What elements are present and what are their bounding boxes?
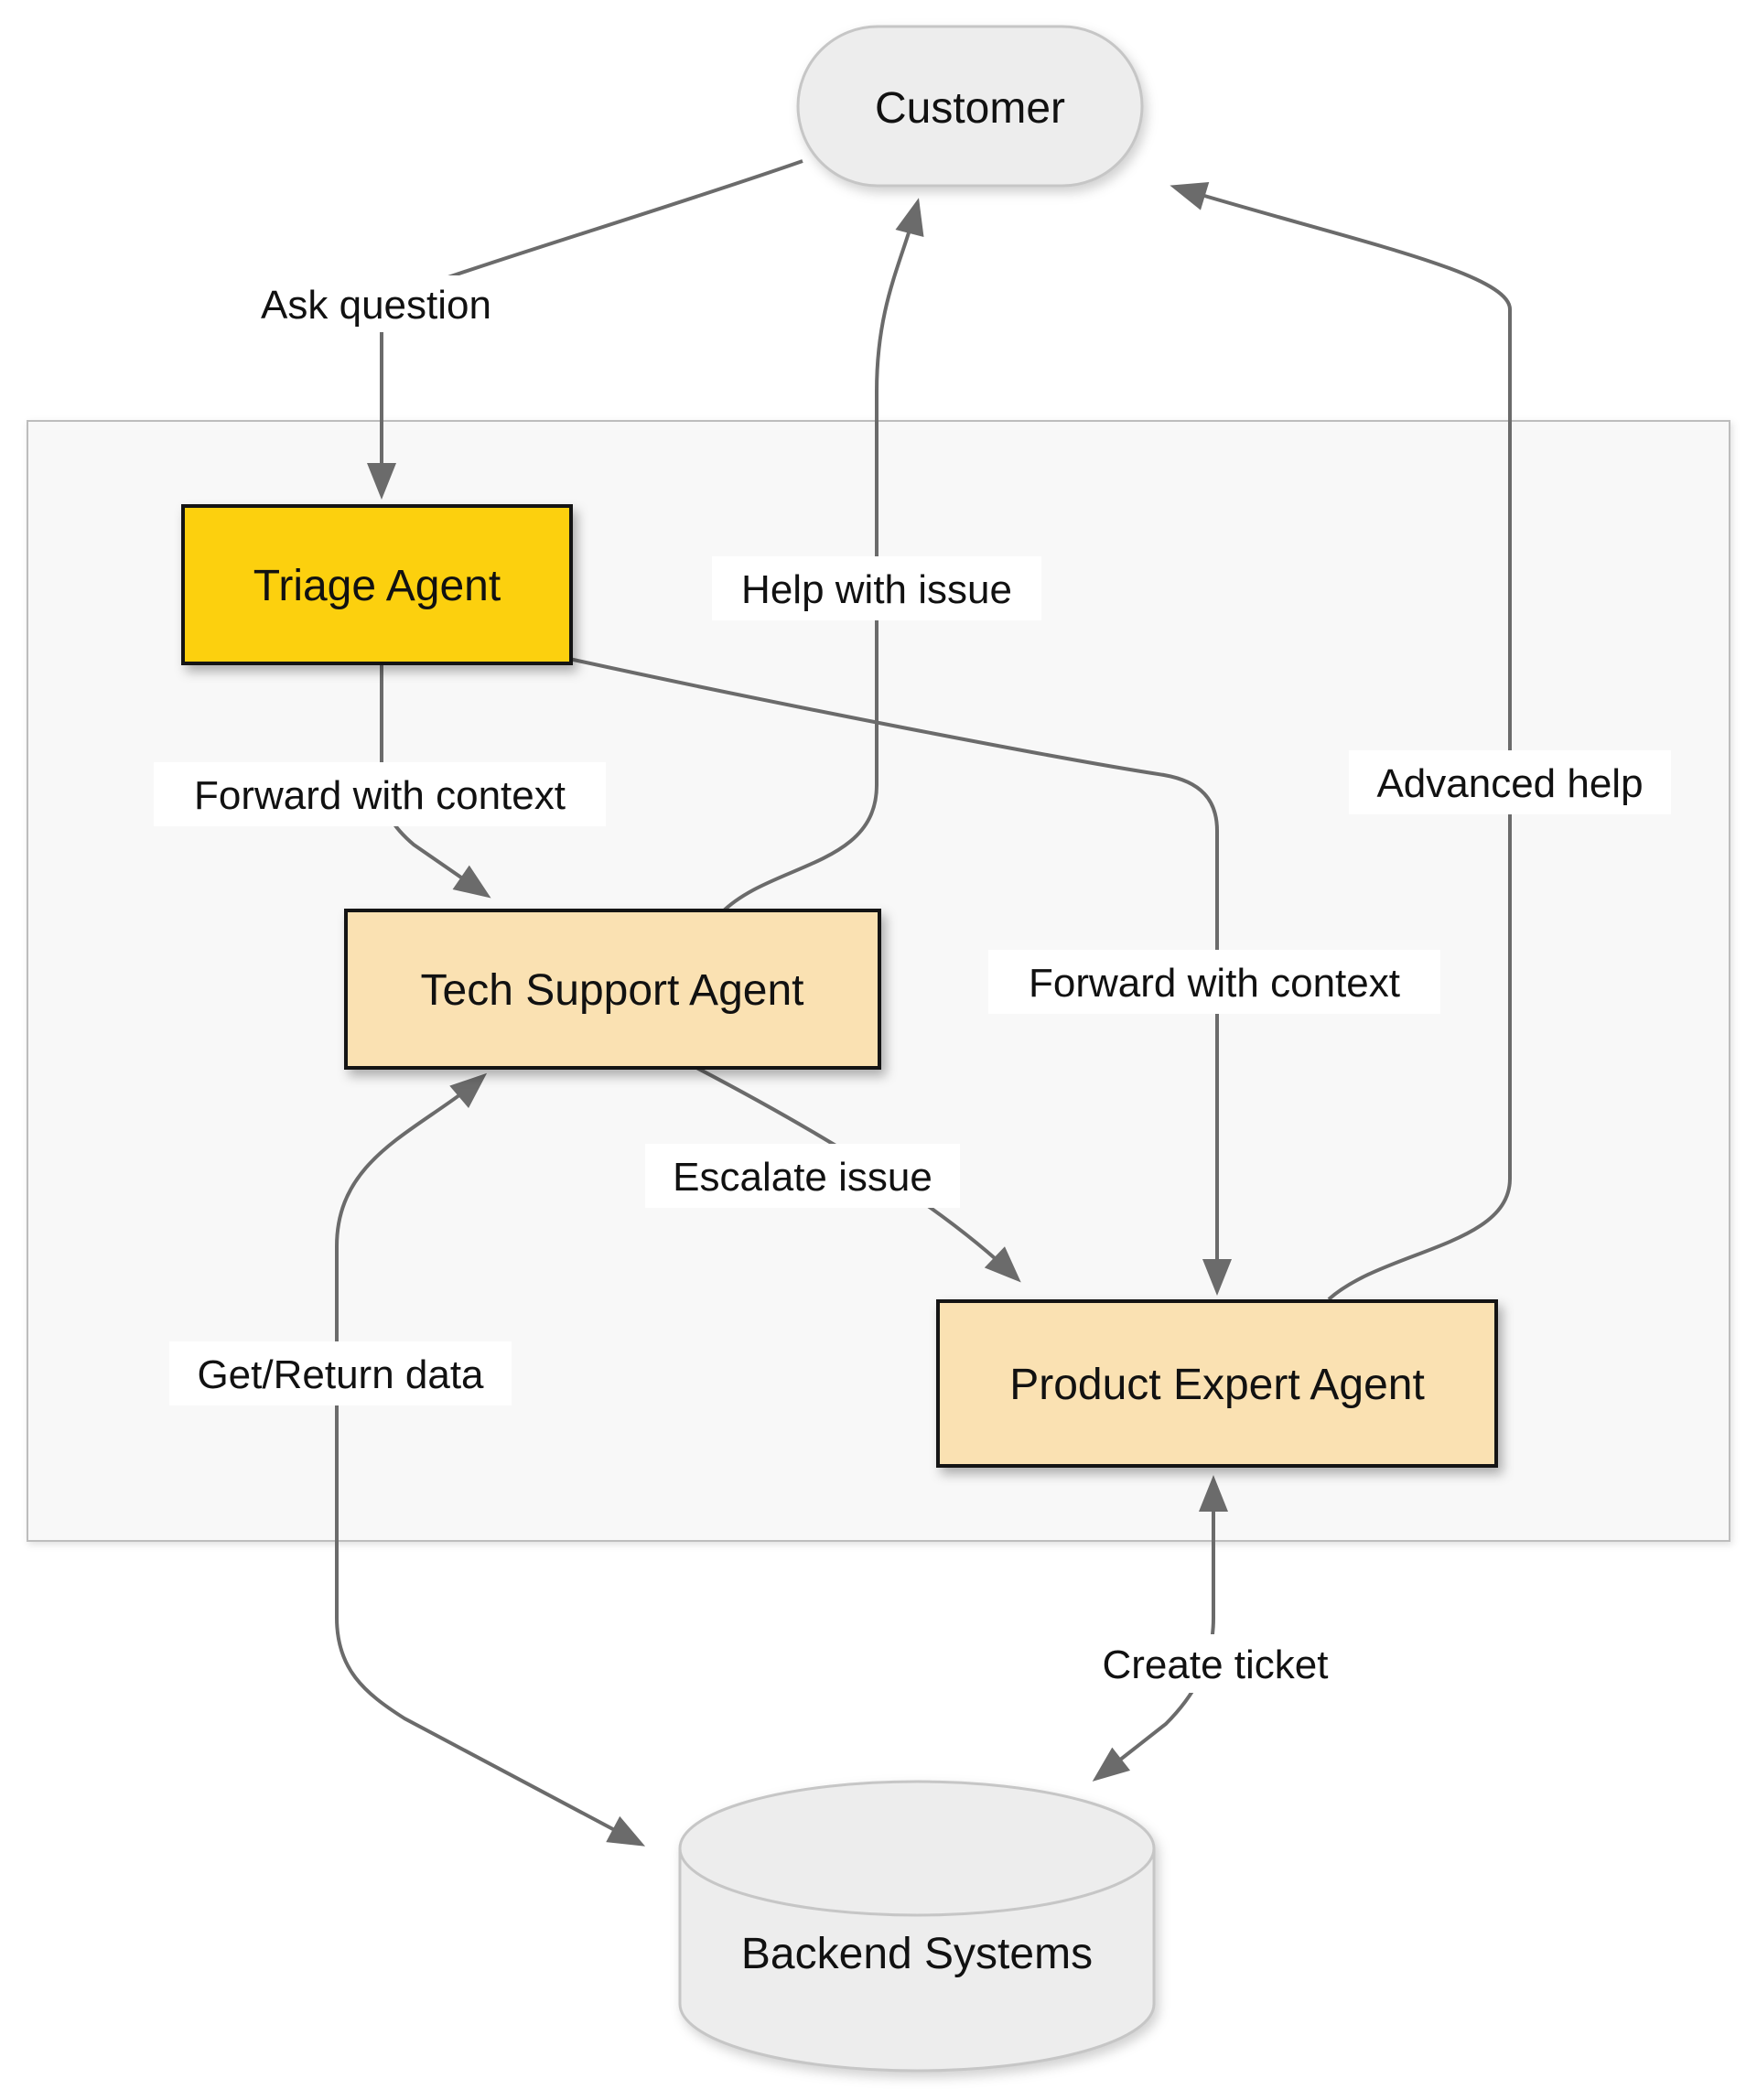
label-background <box>1349 750 1671 814</box>
edge-label-layer: Ask question Forward with context Help w… <box>154 275 1671 1693</box>
edge-label-text: Create ticket <box>1103 1642 1329 1687</box>
edge-help-with-issue <box>719 198 924 915</box>
label-background <box>1076 1634 1354 1693</box>
edge-forward-with-context-right <box>568 657 1232 1296</box>
node-triage-agent: Triage Agent <box>181 504 573 665</box>
product-expert-agent-label: Product Expert Agent <box>1009 1361 1425 1409</box>
triage-agent-shape <box>181 504 573 665</box>
edge-label-text: Ask question <box>261 283 491 328</box>
backend-systems-label: Backend Systems <box>741 1930 1093 1978</box>
label-background <box>712 556 1041 620</box>
edge-label-text: Get/Return data <box>197 1352 484 1397</box>
node-layer: Customer Triage Agent Tech Support Agent… <box>181 25 1498 2073</box>
customer-shape <box>796 25 1144 188</box>
edge-advanced-help <box>1170 181 1512 1301</box>
edge-label-escalate-issue: Escalate issue <box>645 1144 960 1208</box>
edge-label-create-ticket: Create ticket <box>1076 1634 1354 1693</box>
edge-label-text: Help with issue <box>741 567 1012 612</box>
node-backend-systems: Backend Systems <box>678 1780 1156 2073</box>
triage-agent-label: Triage Agent <box>253 562 501 610</box>
edge-label-ask-question: Ask question <box>230 275 523 332</box>
edge-get-return-data <box>335 1072 646 1847</box>
tech-support-agent-shape <box>344 909 881 1070</box>
edge-label-text: Advanced help <box>1376 761 1643 806</box>
edge-label-text: Forward with context <box>1029 961 1400 1006</box>
edge-label-help-with-issue: Help with issue <box>712 556 1041 620</box>
label-background <box>154 762 606 826</box>
edge-label-forward-with-context-left: Forward with context <box>154 762 606 826</box>
node-product-expert-agent: Product Expert Agent <box>936 1299 1498 1468</box>
edge-label-get-return-data: Get/Return data <box>169 1341 512 1405</box>
edge-label-advanced-help: Advanced help <box>1349 750 1671 814</box>
label-background <box>645 1144 960 1208</box>
backend-cylinder-top <box>678 1780 1156 1917</box>
node-tech-support-agent: Tech Support Agent <box>344 909 881 1070</box>
product-expert-agent-shape <box>936 1299 1498 1468</box>
edge-label-forward-with-context-right: Forward with context <box>988 950 1440 1014</box>
node-customer: Customer <box>796 25 1144 188</box>
customer-label: Customer <box>875 84 1065 133</box>
edge-label-text: Forward with context <box>194 773 566 818</box>
tech-support-agent-label: Tech Support Agent <box>421 966 804 1015</box>
label-background <box>169 1341 512 1405</box>
label-background <box>988 950 1440 1014</box>
label-background <box>230 275 523 332</box>
edge-label-text: Escalate issue <box>673 1155 932 1200</box>
